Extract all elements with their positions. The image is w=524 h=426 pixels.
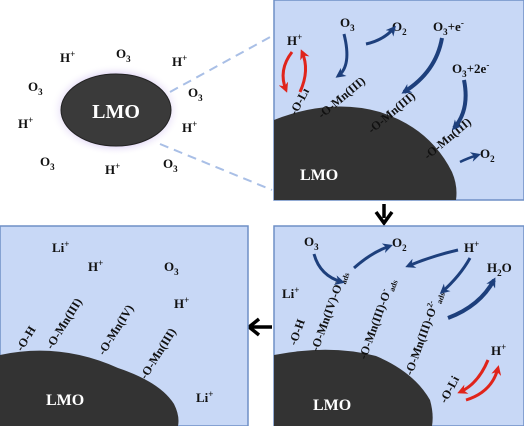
br-h2o: H2O [487, 260, 512, 278]
species-h-plus-1: H+ [60, 49, 75, 65]
bl-h-plus-mid: H+ [174, 295, 189, 311]
tr-o2-right: O2 [480, 146, 495, 164]
br-arrow-h-to-oads [405, 248, 459, 268]
species-h-plus-2: H+ [172, 53, 187, 69]
tr-arrow-o2-out [365, 25, 396, 46]
tr-h-plus: H+ [287, 32, 302, 48]
species-h-plus-5: H+ [105, 161, 120, 177]
transition-arrows [246, 204, 394, 337]
tr-red-arrow-up [298, 49, 310, 93]
zoom-line-bottom [159, 143, 273, 191]
bl-li-plus-top: Li+ [52, 239, 69, 255]
species-h-plus-4: H+ [182, 119, 197, 135]
panel-top-right: LMO H+ O3 O2 O3+e- O3+2e- O2 -O-Li -O-Mn… [273, 0, 524, 201]
bl-o3: O3 [164, 259, 179, 277]
tr-arrow-o3-e [401, 37, 444, 94]
tr-red-arrow-down [278, 51, 294, 93]
species-h-plus-3: H+ [18, 115, 33, 131]
species-o3-5: O3 [163, 156, 178, 174]
species-o3-2: O3 [28, 79, 43, 97]
br-arrow-o3-in [312, 253, 345, 285]
br-li-plus: Li+ [282, 285, 299, 301]
br-h-plus-right: H+ [491, 342, 506, 358]
surface-label-bottom-left: LMO [46, 392, 84, 409]
tr-arrow-o3-in [335, 33, 349, 78]
br-arrow-o2-out [353, 243, 393, 270]
surface-label-bottom-right: LMO [313, 397, 351, 414]
tr-o3: O3 [340, 15, 355, 33]
species-o3-3: O3 [188, 85, 203, 103]
particle-overview: LMO H+ O3 H+ O3 O3 H+ H+ O3 H+ O3 [18, 35, 273, 191]
tr-arrow-o3-2e [452, 79, 468, 131]
tr-o2-top: O2 [392, 19, 407, 37]
zoom-line-top [169, 35, 273, 93]
lmo-particle [60, 73, 172, 147]
species-o3-4: O3 [40, 154, 55, 172]
br-h-plus-top: H+ [464, 239, 479, 255]
arrow-left-head [246, 317, 261, 337]
bl-h-plus-top: H+ [88, 258, 103, 274]
panel-bottom-left: LMO Li+ H+ O3 H+ Li+ -O-H -O-Mn(III) -O-… [0, 225, 249, 426]
arrow-down-head [374, 210, 394, 226]
br-o2: O2 [392, 235, 407, 253]
tr-arrow-o2-right [459, 152, 481, 164]
br-arrow-h-to-o2ads [439, 257, 472, 294]
tr-o3-e: O3+e- [433, 18, 464, 37]
lmo-surface-bottom-left [0, 350, 179, 426]
surface-label-top-right: LMO [300, 167, 338, 184]
lmo-surface-bottom-right [274, 349, 433, 426]
bl-li-plus-bottom: Li+ [196, 389, 213, 405]
br-o3: O3 [304, 234, 319, 252]
br-arrow-h2o-out [447, 277, 496, 320]
particle-label: LMO [92, 101, 140, 123]
species-o3-1: O3 [116, 46, 131, 64]
tr-o3-2e: O3+2e- [452, 60, 489, 79]
br-red-arrow-in [457, 359, 490, 394]
br-red-arrow-out [465, 365, 502, 402]
panel-bottom-right: LMO O3 O2 H+ H2O Li+ H+ -O-H -O-Mn(IV)-O… [273, 225, 524, 426]
lmo-surface-top-right [274, 106, 457, 200]
